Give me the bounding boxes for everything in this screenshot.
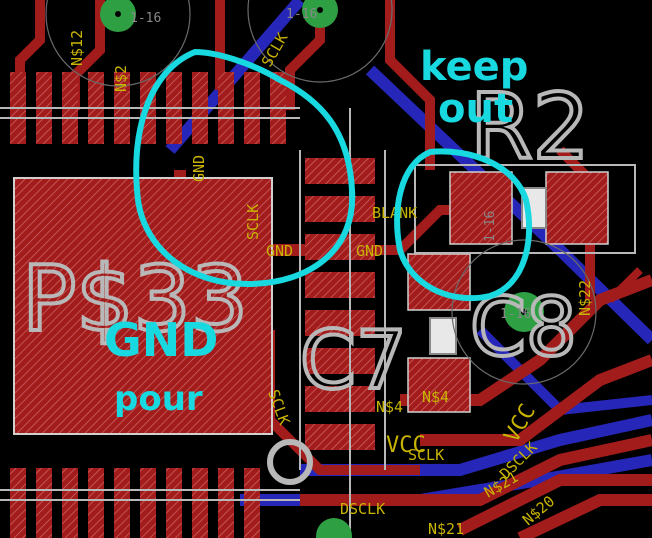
net-label: N$4 — [422, 388, 449, 406]
annotation-gnd-pour: GND pour — [104, 48, 356, 419]
silk-part-center: C7 — [300, 314, 407, 407]
annotation-text: pour — [114, 379, 203, 419]
net-label: N$22 — [576, 280, 594, 316]
net-label: GND — [356, 242, 383, 260]
net-label: DSCLK — [340, 500, 385, 518]
annotation-text: keep — [420, 44, 528, 90]
net-label: GND — [266, 242, 293, 260]
silk-part-left: P$33 — [22, 247, 248, 352]
net-label: SCLK — [408, 446, 444, 464]
net-label: N$2 — [112, 65, 130, 92]
net-label: VCC — [386, 433, 426, 458]
annotation-text: GND — [104, 313, 218, 367]
via-label: 1-16 — [500, 307, 531, 322]
net-label: N$12 — [68, 30, 86, 66]
net-label: GND — [190, 155, 208, 182]
ic-bottom-pad-row — [10, 468, 260, 538]
via-label: 1-16 — [130, 11, 161, 26]
via-label: 1-16 — [286, 7, 317, 22]
net-label: N$21 — [428, 520, 464, 538]
annotation-text: out — [438, 86, 513, 132]
via-label: 1-16 — [483, 211, 498, 242]
ic-right-pad-column — [305, 158, 375, 450]
annotation-keep-out: keep out — [394, 44, 533, 302]
net-label: SCLK — [244, 204, 262, 240]
vias — [45, 0, 597, 538]
ic-silkscreen-outline — [0, 107, 300, 501]
net-label: N$4 — [376, 398, 403, 416]
